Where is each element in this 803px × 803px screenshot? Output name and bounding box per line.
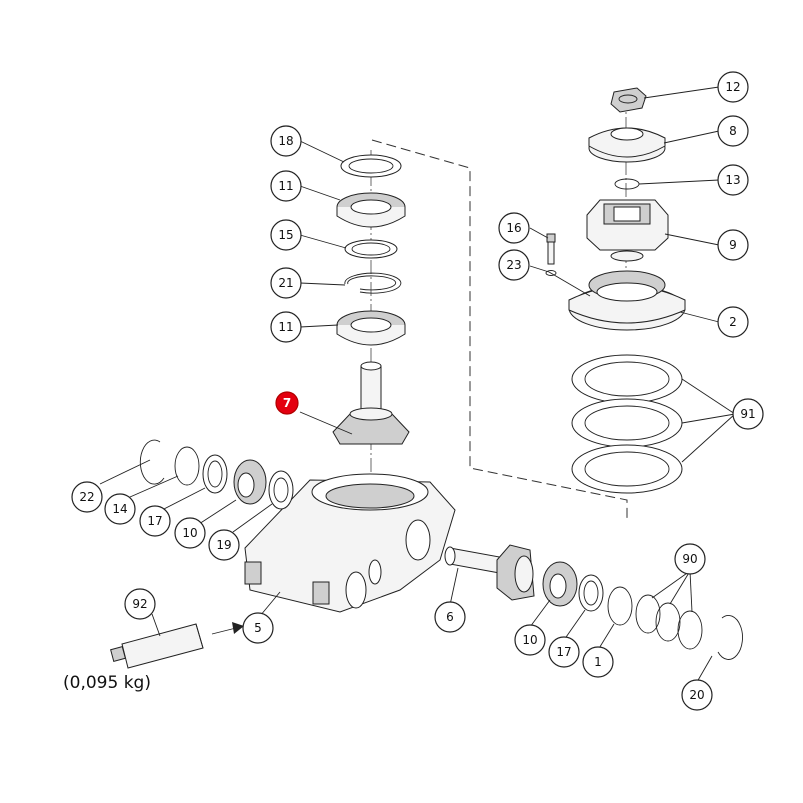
grease-tube-part	[110, 623, 204, 669]
callout-1: 1	[582, 646, 614, 678]
lower-bearing-part	[336, 310, 406, 346]
callout-17-left: 17	[139, 505, 171, 537]
o-ring-part	[614, 178, 640, 190]
callout-9-label: 9	[729, 238, 737, 252]
callout-17-right: 17	[548, 636, 580, 668]
bolt-part	[545, 233, 557, 276]
callout-11-upper: 11	[270, 170, 302, 202]
callout-90: 90	[674, 543, 706, 575]
right-bearing-part	[542, 561, 578, 607]
callout-14: 14	[104, 493, 136, 525]
callout-14-label: 14	[112, 502, 127, 516]
grease-weight-label: (0,095 kg)	[63, 673, 151, 693]
callout-22-label: 22	[79, 490, 94, 504]
cap-part	[588, 127, 666, 163]
callout-8-label: 8	[729, 124, 737, 138]
callout-10-left-label: 10	[182, 526, 197, 540]
left-bearing-part	[233, 459, 267, 505]
callout-12-label: 12	[725, 80, 740, 94]
upper-bearing-part	[336, 192, 406, 228]
callout-23: 23	[498, 249, 530, 281]
callout-20-label: 20	[689, 688, 704, 702]
callout-7-label: 7	[283, 396, 291, 410]
callout-15: 15	[270, 219, 302, 251]
left-spacer-part	[202, 454, 228, 494]
callout-10-left: 10	[174, 517, 206, 549]
callout-2: 2	[717, 306, 749, 338]
snap-ring-part	[344, 272, 402, 294]
arrow-to-housing	[211, 622, 244, 635]
leader-lines	[99, 86, 736, 683]
callout-6: 6	[434, 601, 466, 633]
assembly-path-line	[371, 139, 628, 520]
callout-16-label: 16	[506, 221, 521, 235]
callout-6-label: 6	[446, 610, 454, 624]
callout-15-label: 15	[278, 228, 293, 242]
callout-20: 20	[681, 679, 713, 711]
callout-5-label: 5	[254, 621, 262, 635]
pinion-shaft-part	[444, 544, 535, 601]
callout-13: 13	[717, 164, 749, 196]
left-snap-ring-part	[139, 439, 165, 485]
callout-19: 19	[208, 529, 240, 561]
callout-90-label: 90	[682, 552, 697, 566]
left-seal-part	[268, 470, 294, 510]
callout-92: 92	[124, 588, 156, 620]
callout-5: 5	[242, 612, 274, 644]
callout-16: 16	[498, 212, 530, 244]
callout-10-right: 10	[514, 624, 546, 656]
castle-nut-part	[610, 87, 647, 113]
callout-12: 12	[717, 71, 749, 103]
callout-17-left-label: 17	[147, 514, 162, 528]
bevel-gear-shaft-part	[332, 361, 410, 445]
callout-17-right-label: 17	[556, 645, 571, 659]
housing-flange-part	[568, 270, 686, 331]
callout-18-label: 18	[278, 134, 293, 148]
callout-91: 91	[732, 398, 764, 430]
right-snap-ring-part	[717, 615, 743, 660]
callout-11-upper-label: 11	[278, 179, 293, 193]
seal-ring-part	[340, 154, 402, 178]
spacer-ring-part	[344, 239, 398, 259]
callout-9: 9	[717, 229, 749, 261]
left-shim-part	[174, 446, 200, 486]
callout-11-lower-label: 11	[278, 320, 293, 334]
gasket-stack-part	[571, 354, 683, 494]
callout-19-label: 19	[216, 538, 231, 552]
callout-11-lower: 11	[270, 311, 302, 343]
callout-22: 22	[71, 481, 103, 513]
callout-10-right-label: 10	[522, 633, 537, 647]
hub-part	[586, 199, 669, 262]
callout-91-label: 91	[740, 407, 755, 421]
right-spacer-part	[578, 574, 604, 612]
callout-2-label: 2	[729, 315, 737, 329]
right-shims-part	[635, 594, 703, 650]
callout-1-label: 1	[594, 655, 602, 669]
callout-21-label: 21	[278, 276, 293, 290]
gearbox-housing-part	[244, 473, 456, 613]
right-seal-ring-part	[607, 586, 633, 626]
callout-92-label: 92	[132, 597, 147, 611]
callout-8: 8	[717, 115, 749, 147]
callout-18: 18	[270, 125, 302, 157]
callout-23-label: 23	[506, 258, 521, 272]
callout-21: 21	[270, 267, 302, 299]
callout-13-label: 13	[725, 173, 740, 187]
callout-7[interactable]: 7	[275, 391, 299, 415]
